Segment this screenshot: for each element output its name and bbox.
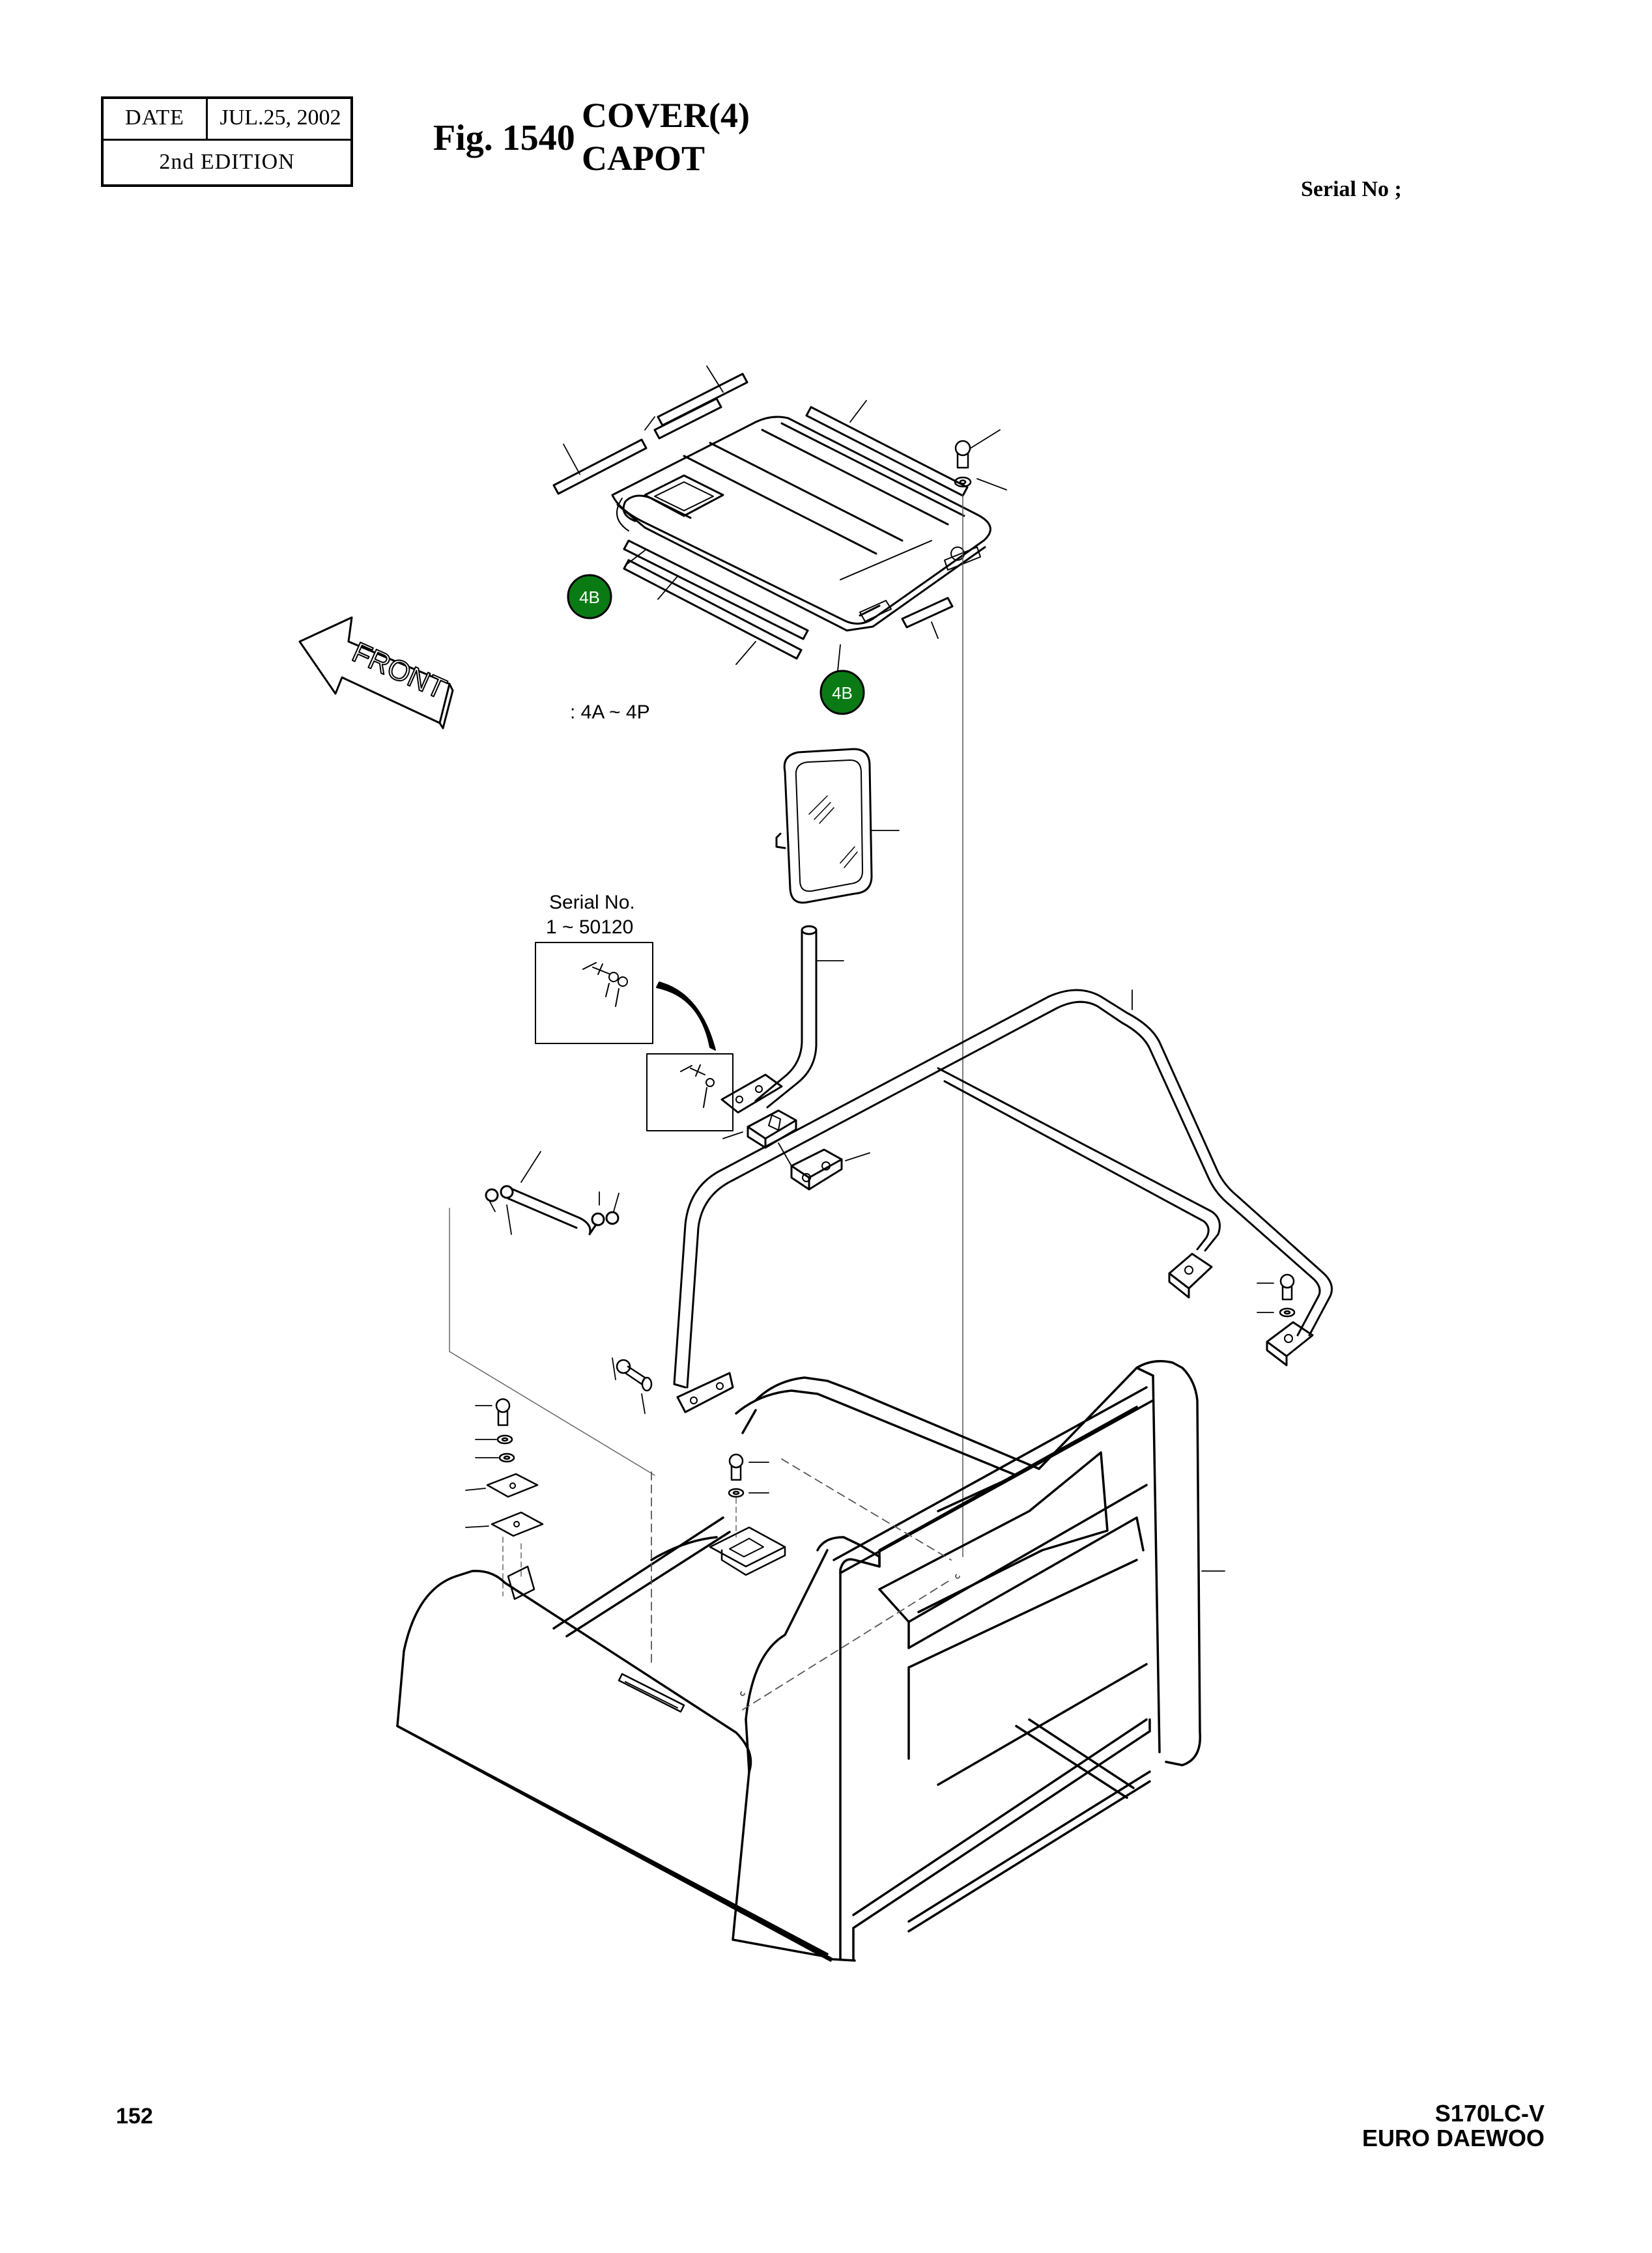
seal-strips xyxy=(552,373,969,660)
svg-text:4B: 4B xyxy=(579,588,600,607)
page-number: 152 xyxy=(116,2104,153,2129)
cabin-body-frame xyxy=(396,1360,1225,1962)
mirror-assembly xyxy=(775,748,900,904)
top-cover-panel xyxy=(611,416,991,632)
spring-link-rod xyxy=(449,1151,655,1476)
date-label: DATE xyxy=(125,106,184,130)
date-edition-box: DATE JUL.25, 2002 2nd EDITION xyxy=(101,96,353,187)
title-french: CAPOT xyxy=(582,139,705,178)
svg-text:1 ~ 50120: 1 ~ 50120 xyxy=(546,916,633,938)
date-row: DATE JUL.25, 2002 xyxy=(104,99,350,141)
mirror-stay xyxy=(720,925,844,1114)
fasteners-left xyxy=(465,1398,544,1596)
hidden-edges xyxy=(651,1458,960,1710)
svg-text:4B: 4B xyxy=(832,683,853,703)
date-divider xyxy=(206,99,208,139)
kit-range-note: : 4A ~ 4P xyxy=(570,701,650,723)
brand-name: EURO DAEWOO xyxy=(1361,2125,1545,2151)
serial-number-header: Serial No ; xyxy=(1301,177,1402,201)
figure-number: Fig. 1540 xyxy=(433,118,575,158)
bolt-center xyxy=(728,1453,769,1538)
callout-4b-right: 4B xyxy=(819,670,865,715)
bolt-lower-left xyxy=(612,1357,653,1414)
model-info: S170LC-V EURO DAEWOO xyxy=(1362,2101,1545,2151)
front-direction-arrow: FRONT xyxy=(298,616,454,730)
model-name: S170LC-V xyxy=(1434,2100,1545,2127)
svg-text:Serial No.: Serial No. xyxy=(549,892,635,913)
bolt-top-right xyxy=(954,440,972,488)
bracket-plates xyxy=(722,1109,870,1191)
edition-label: 2nd EDITION xyxy=(159,150,295,174)
guard-frame xyxy=(673,989,1333,1413)
title-english: COVER(4) xyxy=(582,96,750,135)
callout-4b-left: 4B xyxy=(567,574,612,619)
serial-range-inset: Serial No. 1 ~ 50120 xyxy=(535,892,733,1131)
date-value: JUL.25, 2002 xyxy=(220,106,341,130)
bolts-right xyxy=(1257,1273,1296,1318)
